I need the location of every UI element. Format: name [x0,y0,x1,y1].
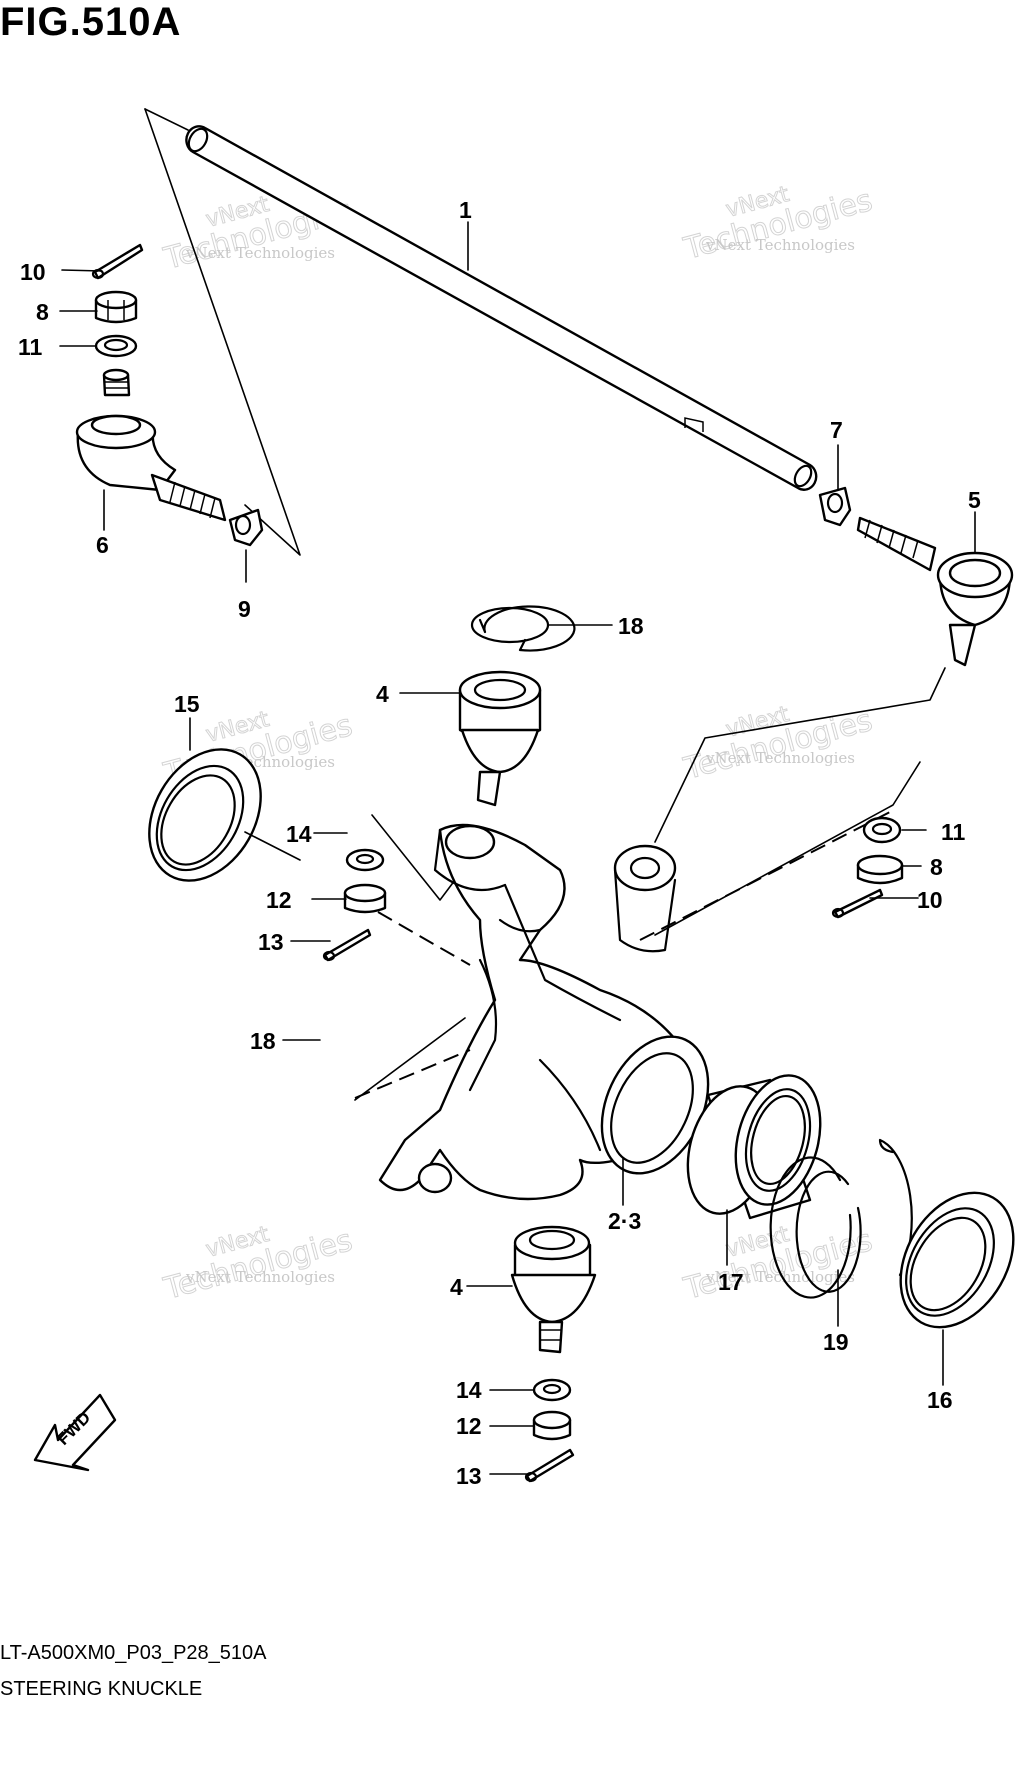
fwd-arrow-icon: FWD [33,1393,117,1472]
watermark-text: vNext Technologies [705,236,855,254]
castle-nut-lower [532,1410,572,1441]
cotter-pin-left [91,243,144,280]
callout-12: 12 [266,887,292,913]
washer-left [94,334,138,358]
callout-10: 10 [20,259,46,285]
callout-12: 12 [456,1413,482,1439]
watermark-text: vNext Technologies [185,1268,335,1286]
watermark-text: vNext Technologies [705,749,855,767]
ball-joint-lower [510,1225,597,1354]
tie-rod-end-right [856,516,1014,667]
callout-13: 13 [456,1463,482,1489]
castle-nut-right [856,854,904,885]
diagram-code: LT-A500XM0_P03_P28_510A [0,1642,267,1664]
watermark-text: vNext Technologies [705,1268,855,1286]
steering-knuckle [378,823,710,1201]
callout-6: 6 [96,532,109,558]
callout-5: 5 [968,487,981,513]
washer-right [862,816,902,844]
callout-8: 8 [930,854,943,880]
callout-11: 11 [941,819,966,845]
tie-rod [185,125,818,491]
oil-seal-left [148,748,262,882]
callout-labels: 1 2·3 4 4 5 6 7 8 8 9 10 10 11 11 12 12 … [18,197,981,1489]
callout-11: 11 [18,334,43,360]
callout-7: 7 [830,417,843,443]
oil-seal-right [899,1191,1015,1329]
figure-title: FIG.510A [0,0,182,44]
castle-nut-upper [343,883,387,914]
circlip-upper [470,605,576,652]
callout-18: 18 [618,613,644,639]
callout-8: 8 [36,299,49,325]
cotter-pin-lower [524,1448,575,1483]
washer-upper [345,848,385,872]
callout-4: 4 [450,1274,463,1300]
cotter-pin-upper [322,928,372,962]
ball-joint-upper [458,670,542,807]
callout-14: 14 [456,1377,482,1403]
callout-4: 4 [376,681,389,707]
cotter-pin-right [831,888,884,919]
wheel-bearing [686,1074,822,1220]
nut-right [818,486,852,527]
callout-10: 10 [917,887,943,913]
callout-2-3: 2·3 [608,1208,641,1234]
callout-15: 15 [174,691,200,717]
nut-left [228,508,264,547]
callout-9: 9 [238,596,251,622]
castle-nut-left [94,290,138,324]
callout-1: 1 [459,197,472,223]
callout-14: 14 [286,821,312,847]
watermark-text: vNext Technologies [185,244,335,262]
callout-17: 17 [718,1269,744,1295]
callout-16: 16 [927,1387,953,1413]
diagram-name: STEERING KNUCKLE [0,1678,203,1700]
tie-rod-end-left [75,368,227,522]
callout-18: 18 [250,1028,276,1054]
callout-19: 19 [823,1329,849,1355]
washer-lower [532,1378,572,1402]
callout-13: 13 [258,929,284,955]
